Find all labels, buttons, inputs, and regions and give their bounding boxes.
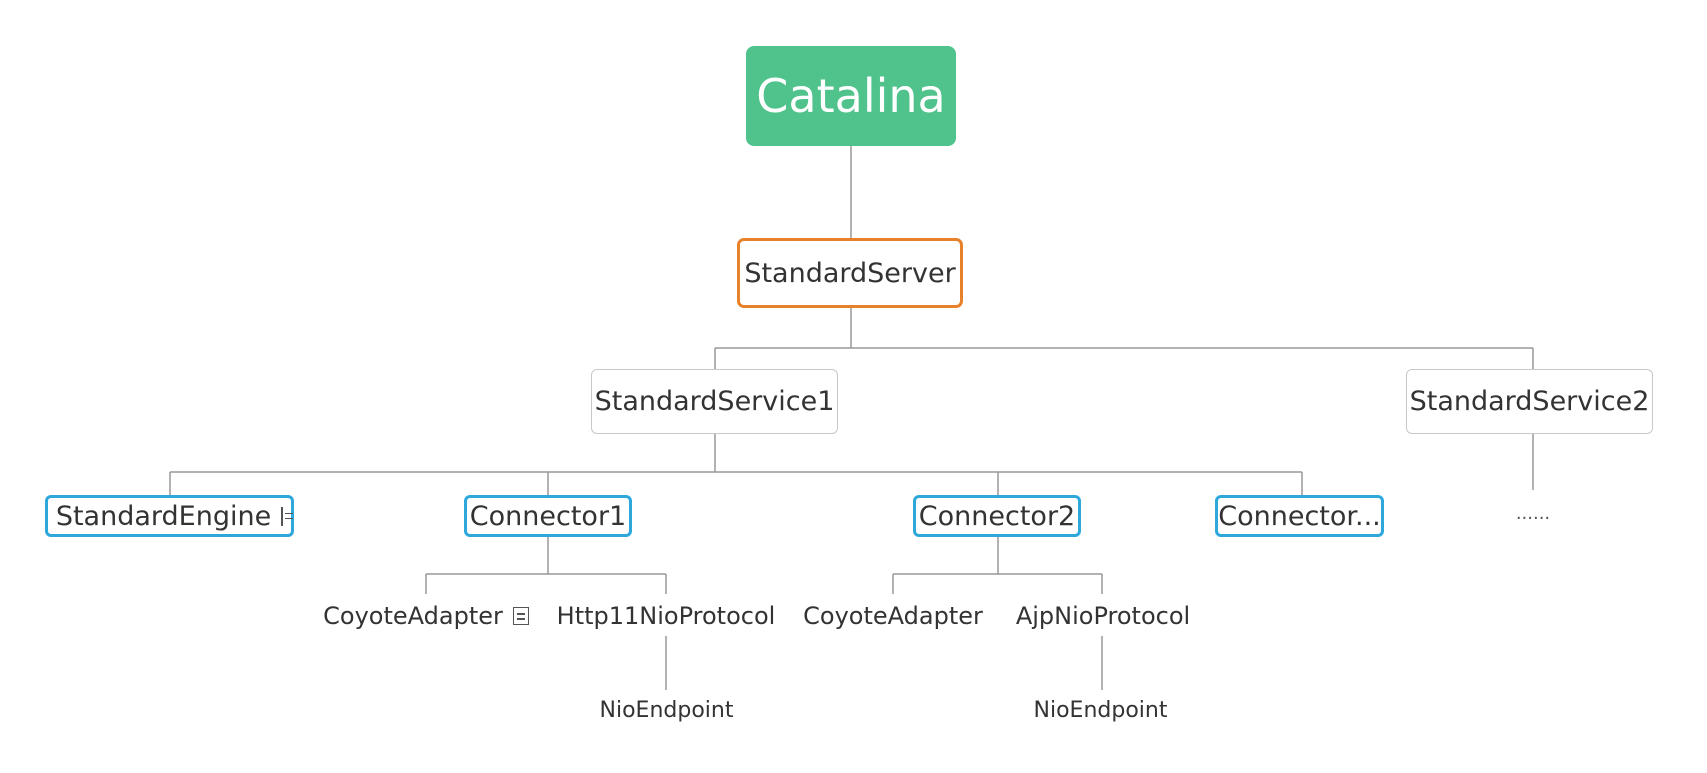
- note-icon[interactable]: [512, 607, 529, 625]
- node-standard-service1[interactable]: StandardService1: [591, 369, 838, 434]
- node-standard-engine-label: StandardEngine: [55, 500, 272, 532]
- node-ajp-nio-protocol-label: AjpNioProtocol: [1015, 602, 1191, 630]
- node-connector-more[interactable]: Connector...: [1215, 495, 1384, 537]
- node-http11-nio-protocol[interactable]: Http11NioProtocol: [556, 598, 776, 634]
- node-ajp-nio-protocol[interactable]: AjpNioProtocol: [1009, 598, 1197, 634]
- node-http11-nio-protocol-label: Http11NioProtocol: [556, 602, 776, 630]
- node-standard-service2-label: StandardService2: [1409, 386, 1650, 417]
- root-node-catalina[interactable]: Catalina: [746, 46, 956, 146]
- node-connector2[interactable]: Connector2: [913, 495, 1081, 537]
- edge-connector1-children: [425, 537, 667, 594]
- node-coyote-adapter-1[interactable]: CoyoteAdapter: [322, 598, 530, 634]
- node-connector-more-label: Connector...: [1218, 500, 1381, 532]
- node-nio-endpoint-2-label: NioEndpoint: [1033, 697, 1168, 723]
- node-standard-service1-label: StandardService1: [594, 386, 835, 417]
- edge-connector2-children: [892, 537, 1103, 594]
- node-connector2-label: Connector2: [918, 500, 1076, 532]
- node-standard-service2[interactable]: StandardService2: [1406, 369, 1653, 434]
- node-service2-more[interactable]: ......: [1508, 500, 1558, 526]
- node-coyote-adapter-2[interactable]: CoyoteAdapter: [803, 598, 983, 634]
- note-icon[interactable]: [281, 506, 294, 526]
- node-connector1-label: Connector1: [469, 500, 627, 532]
- node-nio-endpoint-1-label: NioEndpoint: [599, 697, 734, 723]
- node-standard-server[interactable]: StandardServer: [737, 238, 963, 308]
- edge-service1-components: [169, 434, 1303, 495]
- node-nio-endpoint-1[interactable]: NioEndpoint: [598, 694, 735, 726]
- node-standard-engine[interactable]: StandardEngine: [45, 495, 294, 537]
- edge-server-services: [714, 308, 1534, 369]
- node-service2-more-label: ......: [1515, 502, 1551, 524]
- node-coyote-adapter-1-label: CoyoteAdapter: [323, 602, 503, 630]
- node-standard-server-label: StandardServer: [744, 257, 956, 289]
- node-connector1[interactable]: Connector1: [464, 495, 632, 537]
- root-node-label: Catalina: [756, 69, 946, 123]
- node-nio-endpoint-2[interactable]: NioEndpoint: [1032, 694, 1169, 726]
- node-coyote-adapter-2-label: CoyoteAdapter: [803, 602, 983, 630]
